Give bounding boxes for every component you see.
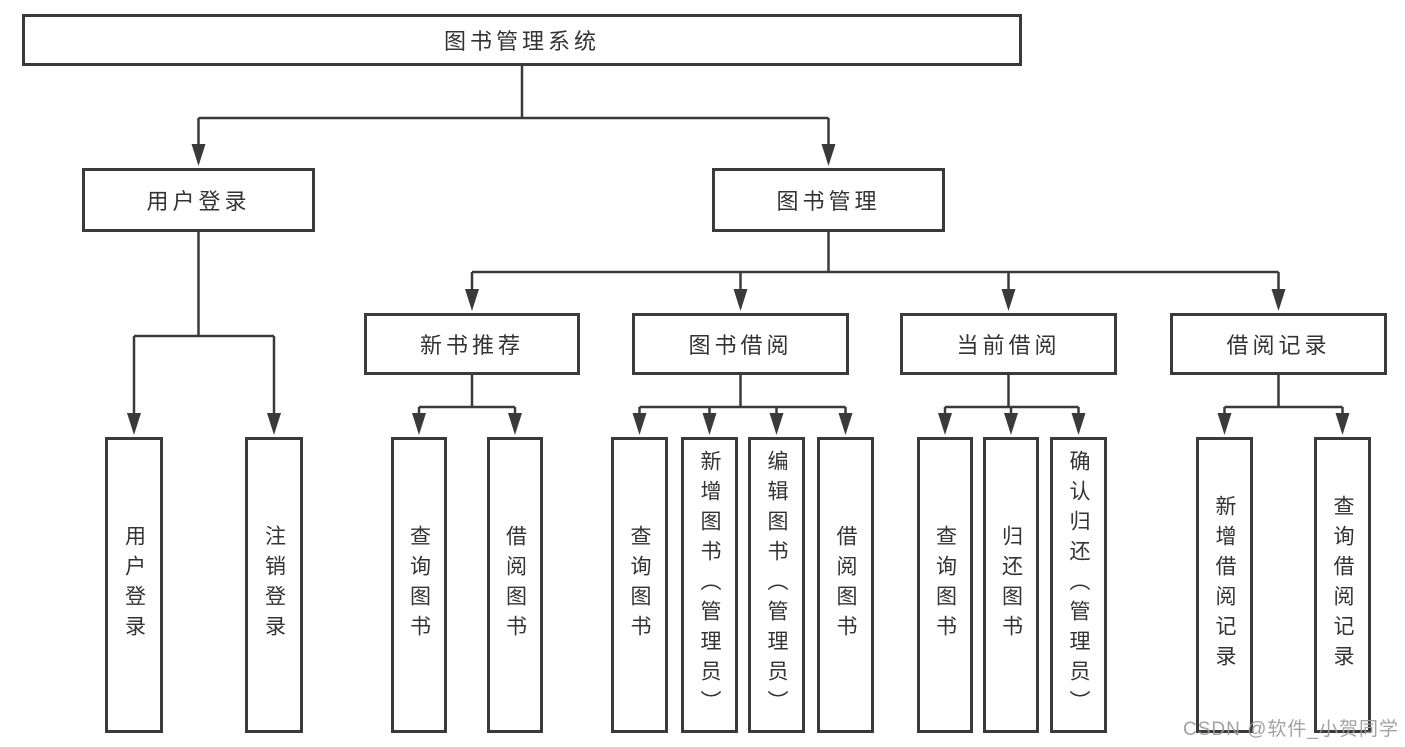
leaf-label: 新增图书（管理员） [698,450,721,720]
leaf-query-borrow-record: 查询借阅记录 [1314,437,1371,733]
leaf-label: 查询图书 [407,525,431,645]
leaf-label: 借阅图书 [834,525,857,645]
leaf-query-books-recommend: 查询图书 [391,437,447,733]
leaf-query-books-current: 查询图书 [917,437,973,733]
leaf-label: 查询图书 [628,525,651,645]
leaf-return-book: 归还图书 [983,437,1039,733]
arrowheads [127,144,1350,435]
leaf-label: 归还图书 [999,525,1023,645]
leaf-add-borrow-record: 新增借阅记录 [1196,437,1253,733]
leaf-add-book-admin: 新增图书（管理员） [681,437,738,733]
node-label: 借阅记录 [1226,333,1331,358]
node-current-borrow: 当前借阅 [900,313,1117,375]
leaf-label: 用户登录 [122,525,146,645]
leaf-borrow-books: 借阅图书 [817,437,874,733]
leaf-user-login: 用户登录 [105,437,163,733]
leaf-logout: 注销登录 [245,437,303,733]
node-label: 图书借阅 [688,333,793,358]
leaf-confirm-return-admin: 确认归还（管理员） [1050,437,1107,733]
leaf-edit-book-admin: 编辑图书（管理员） [748,437,805,733]
node-label: 图书管理 [776,189,881,214]
node-label: 新书推荐 [419,333,524,358]
leaf-label: 注销登录 [262,525,286,645]
leaf-label: 新增借阅记录 [1213,495,1236,675]
leaf-label: 编辑图书（管理员） [765,450,788,720]
leaf-label: 借阅图书 [503,525,527,645]
leaf-label: 查询借阅记录 [1331,495,1354,675]
node-book-management: 图书管理 [712,168,945,232]
leaf-label: 确认归还（管理员） [1067,450,1090,720]
node-book-borrow: 图书借阅 [632,313,849,375]
node-user-login: 用户登录 [82,168,315,232]
node-label: 当前借阅 [956,333,1061,358]
leaf-label: 查询图书 [933,525,957,645]
node-new-book-recommend: 新书推荐 [364,313,580,375]
node-label: 用户登录 [146,189,251,214]
csdn-watermark: CSDN @软件_小贺同学 [1183,719,1399,740]
leaf-borrow-books-recommend: 借阅图书 [487,437,543,733]
leaf-query-books-borrow: 查询图书 [611,437,668,733]
node-root-library-system: 图书管理系统 [22,14,1022,66]
node-label: 图书管理系统 [443,29,600,54]
node-borrow-records: 借阅记录 [1170,313,1387,375]
